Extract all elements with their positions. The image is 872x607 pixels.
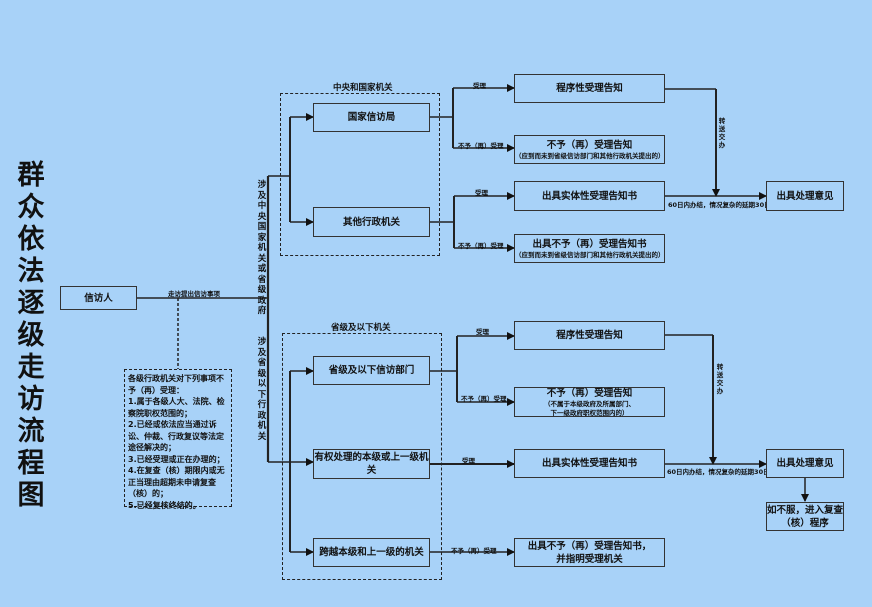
provincial-reject-letter-label: 并指明受理机关 bbox=[556, 553, 623, 565]
central-reject-letter: 出具不予（再）受理告知书 （应到而未到省级信访部门和其他行政机关提出的） bbox=[514, 234, 665, 263]
petitioner-box: 信访人 bbox=[60, 286, 137, 310]
provincial-substantive-notice: 出具实体性受理告知书 bbox=[514, 449, 665, 478]
edge-reject-label: 不予（再）受理 bbox=[458, 142, 504, 150]
other-admin-label: 其他行政机关 bbox=[342, 216, 400, 228]
authorized-body-box: 有权处理的本级或上一级机关 bbox=[313, 449, 430, 479]
central-reject-notice-label: 不予（再）受理告知 bbox=[546, 139, 633, 151]
national-bureau-label: 国家信访局 bbox=[347, 112, 396, 123]
central-reject-letter-label: 出具不予（再）受理告知书 bbox=[532, 238, 647, 250]
authorized-body-label: 有权处理的本级或上一级机关 bbox=[314, 452, 429, 476]
exclusion-heading: 各级行政机关对下列事项不予（再）受理： bbox=[128, 374, 224, 395]
provincial-opinion-label: 出具处理意见 bbox=[776, 458, 834, 469]
provincial-reject-letter: 出具不予（再）受理告知书， 并指明受理机关 bbox=[514, 538, 665, 567]
central-opinion-box: 出具处理意见 bbox=[766, 181, 844, 211]
provincial-reject-notice-sub: （不属于本级政府及所属部门、 bbox=[544, 399, 635, 408]
review-procedure-label: （核）程序 bbox=[781, 517, 829, 529]
provincial-opinion-box: 出具处理意见 bbox=[766, 449, 844, 478]
exclusion-item: 4.在复查（核）期限内或无正当理由超期未申请复查（核）的； bbox=[128, 466, 225, 498]
exclusion-note: 各级行政机关对下列事项不予（再）受理： 1.属于各级人大、法院、检察院职权范围的… bbox=[124, 369, 232, 510]
edge-accept-label: 受理 bbox=[475, 189, 488, 197]
provincial-substantive-notice-label: 出具实体性受理告知书 bbox=[541, 458, 637, 469]
provincial-reject-notice: 不予（再）受理告知 （不属于本级政府及所属部门、 下一级政府职权范围内的） bbox=[514, 387, 665, 417]
petitioner-label: 信访人 bbox=[84, 292, 113, 304]
central-reject-letter-sub: （应到而未到省级信访部门和其他行政机关提出的） bbox=[515, 250, 665, 259]
exclusion-item: 1.属于各级人大、法院、检察院职权范围的； bbox=[128, 397, 225, 418]
provincial-reject-notice-label: 不予（再）受理告知 bbox=[546, 387, 633, 399]
exclusion-item: 3.已经受理或正在办理的； bbox=[128, 454, 225, 464]
provincial-procedural-notice-label: 程序性受理告知 bbox=[556, 330, 623, 341]
review-procedure-label: 如不服，进入复查 bbox=[767, 504, 844, 516]
edge-deadline-label: 60日内办结，情况复杂的延期30日 bbox=[667, 468, 770, 476]
central-opinion-label: 出具处理意见 bbox=[776, 190, 834, 202]
central-substantive-notice: 出具实体性受理告知书 bbox=[514, 181, 665, 211]
edge-accept-label: 受理 bbox=[473, 82, 486, 90]
central-reject-notice-sub: （应到而未到省级信访部门和其他行政机关提出的） bbox=[515, 151, 665, 160]
central-procedural-notice-label: 程序性受理告知 bbox=[556, 83, 623, 94]
branch-label-central: 涉及中央国家机关或省级政府 bbox=[257, 180, 267, 316]
skip-level-body-label: 跨越本级和上一级的机关 bbox=[319, 547, 424, 558]
central-substantive-notice-label: 出具实体性受理告知书 bbox=[541, 190, 637, 202]
edge-reject-label: 不予（再）受理 bbox=[451, 547, 497, 555]
provincial-reject-letter-label: 出具不予（再）受理告知书， bbox=[527, 540, 652, 552]
exclusion-item: 2.已经或依法应当通过诉讼、仲裁、行政复议等法定途径解决的； bbox=[128, 420, 224, 452]
review-procedure-box: 如不服，进入复查 （核）程序 bbox=[766, 502, 844, 531]
central-procedural-notice: 程序性受理告知 bbox=[514, 74, 665, 103]
branch-label-provincial: 涉及省级以下行政机关 bbox=[257, 337, 267, 442]
central-reject-notice: 不予（再）受理告知 （应到而未到省级信访部门和其他行政机关提出的） bbox=[514, 135, 665, 164]
edge-reject-label: 不予（再）受理 bbox=[461, 395, 507, 403]
petition-dept-label: 省级及以下信访部门 bbox=[328, 365, 415, 376]
skip-level-body-box: 跨越本级和上一级的机关 bbox=[313, 538, 430, 567]
edge-transfer-label: 转送交办 bbox=[716, 363, 724, 395]
central-group-label: 中央和国家机关 bbox=[333, 83, 393, 93]
edge-transfer-label: 转送交办 bbox=[718, 117, 726, 149]
edge-deadline-label: 60日内办结，情况复杂的延期30日 bbox=[668, 201, 771, 209]
national-bureau-box: 国家信访局 bbox=[313, 103, 430, 132]
provincial-reject-notice-sub: 下一级政府职权范围内的） bbox=[550, 408, 629, 417]
edge-accept-label: 受理 bbox=[476, 328, 489, 336]
provincial-group-label: 省级及以下机关 bbox=[331, 323, 391, 333]
provincial-procedural-notice: 程序性受理告知 bbox=[514, 321, 665, 350]
petition-route-label: 走访提出信访事项 bbox=[168, 290, 220, 298]
other-admin-box: 其他行政机关 bbox=[313, 207, 430, 237]
edge-reject-label: 不予（再）受理 bbox=[458, 242, 504, 250]
central-group-frame bbox=[280, 93, 440, 256]
petition-dept-box: 省级及以下信访部门 bbox=[313, 356, 430, 385]
provincial-group-frame bbox=[282, 333, 442, 580]
diagram-title: 群众依法逐级走访流程图 bbox=[17, 160, 45, 511]
exclusion-item: 5.已经复核终结的。 bbox=[128, 500, 201, 510]
edge-accept-label: 受理 bbox=[462, 457, 475, 465]
